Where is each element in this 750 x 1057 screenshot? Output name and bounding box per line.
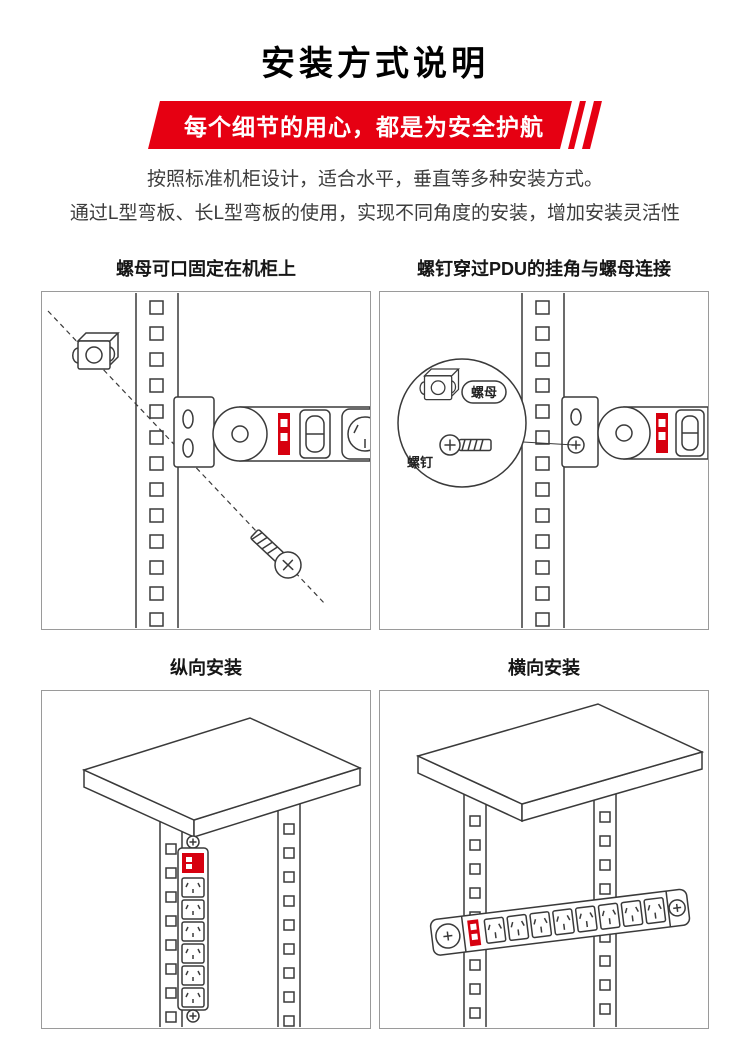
outlet-icon bbox=[341, 408, 370, 461]
description-line-1: 按照标准机柜设计，适合水平，垂直等多种安装方式。 bbox=[146, 169, 603, 190]
panel-screw-connect: 螺母 螺钉 bbox=[379, 291, 709, 631]
cell-horizontal-install: 横向安装 bbox=[379, 630, 709, 1030]
power-switch-icon bbox=[299, 409, 331, 460]
panel-caption-nut-fix: 螺母可口固定在机柜上 bbox=[116, 259, 296, 280]
description: 按照标准机柜设计，适合水平，垂直等多种安装方式。 通过L型弯板、长L型弯板的使用… bbox=[0, 163, 750, 231]
mounting-bracket bbox=[173, 396, 215, 469]
page-title: 安装方式说明 bbox=[261, 45, 489, 83]
pdu-brand-label bbox=[182, 853, 204, 874]
panel-caption-vertical: 纵向安装 bbox=[170, 658, 242, 679]
screw-icon bbox=[250, 529, 302, 580]
panel-nut-fix bbox=[41, 291, 371, 631]
pdu-vertical bbox=[177, 835, 209, 1024]
pdu-horizontal bbox=[429, 889, 691, 957]
screw-icon bbox=[439, 434, 492, 457]
table bbox=[81, 717, 363, 839]
cage-nut-icon bbox=[419, 368, 461, 401]
pdu-body bbox=[212, 406, 370, 463]
banner-row: 每个细节的用心，都是为安全护航 bbox=[0, 101, 750, 149]
diagram-horizontal-install bbox=[415, 703, 705, 1028]
cell-screw-connect: 螺钉穿过PDU的挂角与螺母连接 bbox=[379, 231, 709, 631]
nut-label: 螺母 bbox=[471, 385, 497, 400]
mounting-bracket bbox=[561, 396, 599, 469]
callout-pointer-line bbox=[522, 441, 575, 446]
diagram-nut-on-rack bbox=[47, 293, 370, 629]
table bbox=[415, 703, 705, 823]
panel-caption-screw-connect: 螺钉穿过PDU的挂角与螺母连接 bbox=[416, 259, 671, 280]
rack-rail bbox=[521, 293, 565, 629]
rack-rail-right bbox=[277, 804, 301, 1028]
cell-nut-fix: 螺母可口固定在机柜上 bbox=[41, 231, 371, 631]
description-line-2: 通过L型弯板、长L型弯板的使用，实现不同角度的安装，增加安装灵活性 bbox=[69, 203, 681, 225]
diagram-vertical-install bbox=[81, 717, 363, 1028]
diagram-screw-through-bracket: 螺母 螺钉 bbox=[397, 293, 708, 629]
rack-rail-left bbox=[463, 794, 487, 1028]
cell-vertical-install: 纵向安装 bbox=[41, 630, 371, 1030]
power-switch-icon bbox=[675, 409, 705, 458]
nut-label-pill bbox=[461, 380, 507, 405]
rack-rail bbox=[135, 293, 179, 629]
cage-nut-icon bbox=[72, 332, 120, 371]
panel-vertical-install bbox=[41, 690, 371, 1030]
magnifier-callout: 螺母 螺钉 bbox=[397, 358, 527, 489]
panel-caption-horizontal: 横向安装 bbox=[508, 658, 580, 679]
banner-text: 每个细节的用心，都是为安全护航 bbox=[184, 114, 544, 140]
diagram-grid: 螺母可口固定在机柜上 bbox=[41, 231, 709, 1030]
pdu-body bbox=[597, 406, 708, 461]
panel-horizontal-install bbox=[379, 690, 709, 1030]
screw-label: 螺钉 bbox=[407, 455, 433, 470]
banner-ribbon: 每个细节的用心，都是为安全护航 bbox=[148, 101, 602, 149]
